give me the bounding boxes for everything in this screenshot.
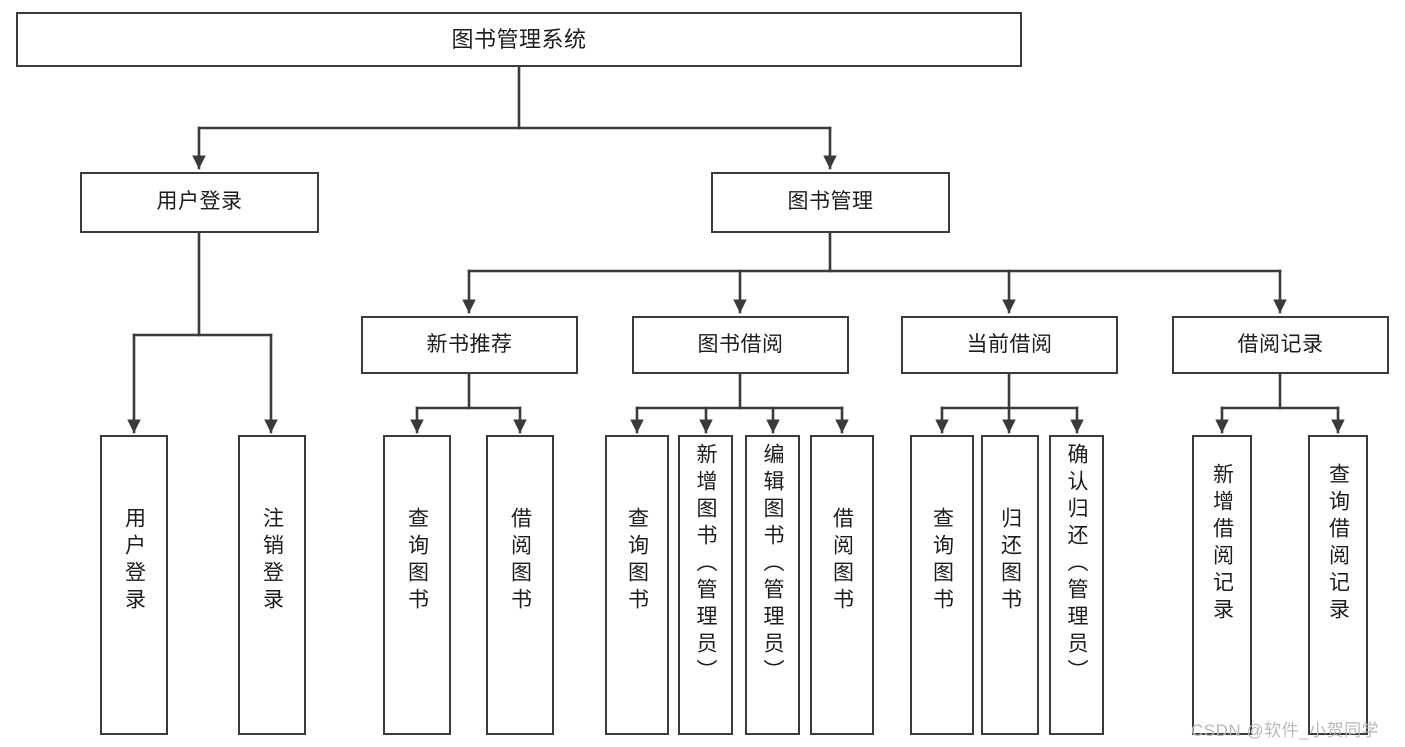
- node-borrow-record-label: 借阅记录: [1237, 332, 1324, 356]
- node-leaf-user-login-label: 用户登录: [122, 507, 146, 615]
- node-user-login[interactable]: 用户登录: [80, 172, 319, 233]
- node-leaf-return-book-label: 归还图书: [998, 507, 1022, 615]
- node-leaf-edit-book-label: 编辑图书（管理员）: [761, 443, 784, 686]
- node-current-borrow[interactable]: 当前借阅: [901, 316, 1118, 374]
- node-leaf-confirm-return[interactable]: 确认归还（管理员）: [1049, 435, 1104, 735]
- node-leaf-logout-label: 注销登录: [260, 507, 284, 615]
- node-leaf-query-book-3[interactable]: 查询图书: [910, 435, 974, 735]
- node-leaf-return-book[interactable]: 归还图书: [981, 435, 1039, 735]
- node-leaf-logout[interactable]: 注销登录: [238, 435, 306, 735]
- node-leaf-edit-book[interactable]: 编辑图书（管理员）: [745, 435, 800, 735]
- node-leaf-query-book-2-label: 查询图书: [625, 507, 649, 615]
- node-leaf-borrow-book-1-label: 借阅图书: [508, 507, 532, 615]
- node-borrow-record[interactable]: 借阅记录: [1172, 316, 1389, 374]
- node-new-book-recommend-label: 新书推荐: [426, 332, 513, 356]
- node-new-book-recommend[interactable]: 新书推荐: [361, 316, 578, 374]
- node-leaf-add-record-label: 新增借阅记录: [1210, 463, 1234, 625]
- node-root[interactable]: 图书管理系统: [16, 12, 1022, 67]
- node-root-label: 图书管理系统: [451, 26, 587, 52]
- node-leaf-add-book[interactable]: 新增图书（管理员）: [678, 435, 733, 735]
- node-book-manage-label: 图书管理: [787, 190, 874, 214]
- node-book-manage[interactable]: 图书管理: [711, 172, 950, 233]
- node-leaf-query-record-label: 查询借阅记录: [1326, 463, 1350, 625]
- node-leaf-borrow-book-2[interactable]: 借阅图书: [810, 435, 874, 735]
- node-leaf-query-book-3-label: 查询图书: [930, 507, 954, 615]
- node-leaf-confirm-return-label: 确认归还（管理员）: [1065, 443, 1088, 686]
- node-user-login-label: 用户登录: [156, 190, 243, 214]
- node-book-borrow[interactable]: 图书借阅: [632, 316, 849, 374]
- node-leaf-add-book-label: 新增图书（管理员）: [694, 443, 717, 686]
- node-leaf-user-login[interactable]: 用户登录: [100, 435, 168, 735]
- node-leaf-borrow-book-1[interactable]: 借阅图书: [486, 435, 554, 735]
- node-leaf-query-book-1-label: 查询图书: [405, 507, 429, 615]
- node-leaf-query-book-1[interactable]: 查询图书: [383, 435, 451, 735]
- watermark-text: CSDN @软件_小贺同学: [1191, 721, 1380, 740]
- node-current-borrow-label: 当前借阅: [966, 332, 1053, 356]
- node-leaf-borrow-book-2-label: 借阅图书: [830, 507, 854, 615]
- node-leaf-add-record[interactable]: 新增借阅记录: [1192, 435, 1252, 735]
- node-book-borrow-label: 图书借阅: [697, 332, 784, 356]
- node-leaf-query-record[interactable]: 查询借阅记录: [1308, 435, 1368, 735]
- node-leaf-query-book-2[interactable]: 查询图书: [605, 435, 669, 735]
